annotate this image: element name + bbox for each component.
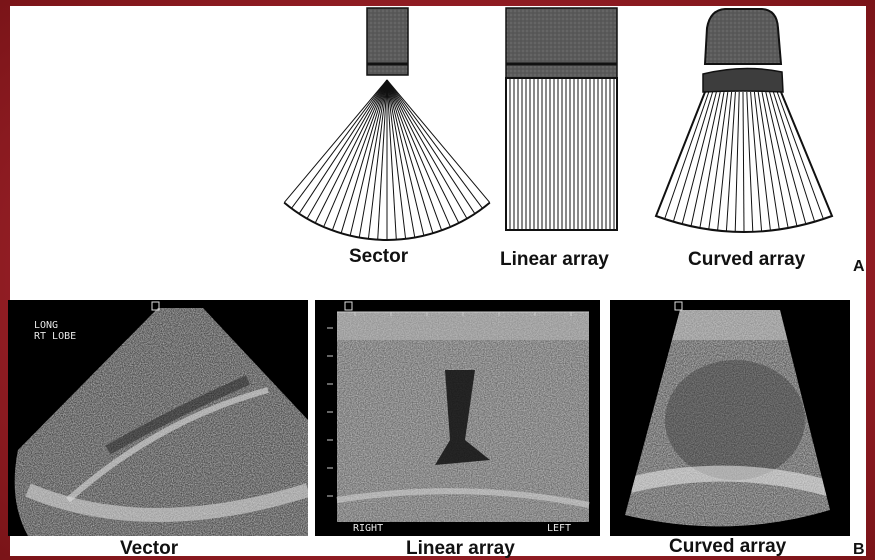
figure-panel: Sector Linear array Curved array A	[10, 6, 866, 556]
transducer-diagrams	[10, 6, 866, 266]
linear-probe-body	[506, 8, 617, 78]
linear-probe-diagram	[506, 8, 617, 230]
vector-label: Vector	[120, 538, 178, 560]
sector-label: Sector	[349, 246, 408, 268]
linear-scan-texture	[315, 300, 600, 536]
sector-probe-diagram	[284, 8, 490, 240]
panel-letter-a: A	[853, 258, 865, 276]
vector-ultrasound-image: LONG RT LOBE	[8, 300, 308, 536]
linear-array-label-top: Linear array	[500, 249, 609, 271]
sector-beam-fan	[284, 80, 490, 240]
linear-overlay-left: LEFT	[547, 523, 571, 534]
curved-array-label-top: Curved array	[688, 249, 805, 271]
linear-overlay-right: RIGHT	[353, 523, 383, 534]
linear-array-label-bottom: Linear array	[406, 538, 515, 560]
vector-overlay-line1: LONG	[34, 320, 58, 331]
linear-ultrasound-image: RIGHT LEFT	[315, 300, 600, 536]
curved-beam-lines	[656, 92, 832, 232]
curved-probe-face	[703, 68, 783, 92]
curved-ultrasound-image	[610, 300, 850, 536]
curved-probe-body	[705, 9, 781, 64]
curved-array-label-bottom: Curved array	[669, 536, 786, 558]
curved-scan-texture	[610, 300, 850, 536]
vector-overlay-line2: RT LOBE	[34, 331, 76, 342]
linear-beam-lines	[510, 78, 614, 230]
curved-probe-diagram	[656, 9, 832, 232]
panel-letter-b: B	[853, 541, 865, 559]
